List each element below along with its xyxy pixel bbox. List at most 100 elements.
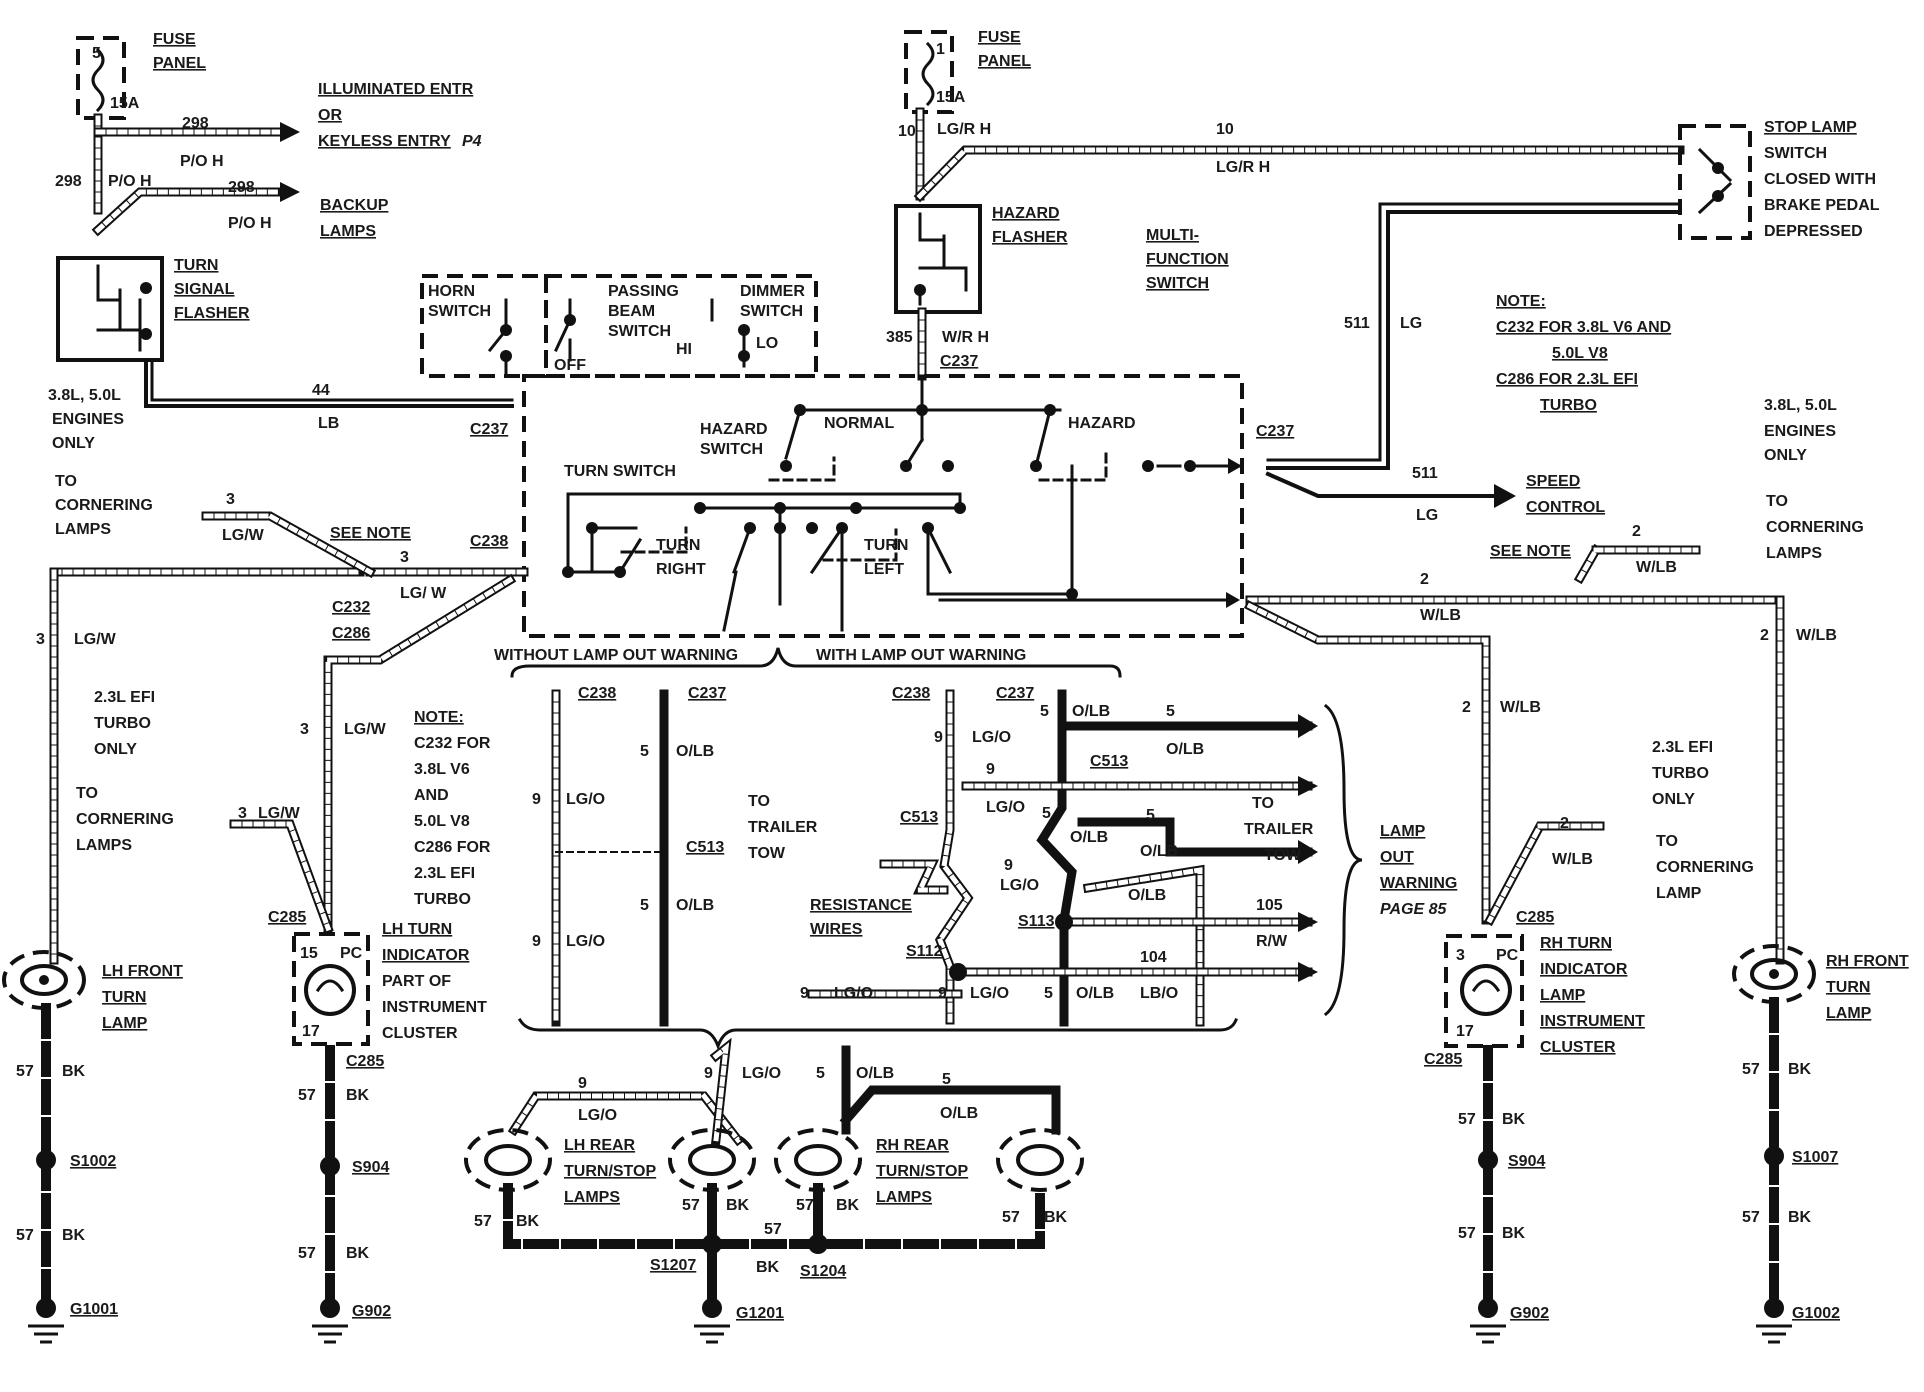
fuse-panel-right: 1 15A FUSE PANEL	[904, 29, 1031, 114]
svg-text:FUNCTION: FUNCTION	[1146, 251, 1229, 268]
svg-text:C513: C513	[1090, 753, 1128, 770]
svg-text:RH FRONT: RH FRONT	[1826, 953, 1909, 970]
svg-text:105: 105	[1256, 897, 1283, 914]
svg-text:9: 9	[532, 933, 541, 950]
svg-text:TOW: TOW	[748, 845, 786, 862]
turbo-note-right: 2.3L EFI TURBO ONLY TO CORNERING LAMP	[1652, 739, 1754, 902]
svg-text:C232: C232	[332, 599, 370, 616]
svg-text:LG/O: LG/O	[834, 985, 873, 1002]
svg-text:G1001: G1001	[70, 1301, 118, 1318]
lamp-out-warning-section: WITHOUT LAMP OUT WARNING WITH LAMP OUT W…	[494, 647, 1457, 1051]
svg-text:LAMP: LAMP	[1656, 885, 1702, 902]
svg-text:HAZARD: HAZARD	[1068, 415, 1136, 432]
svg-text:LG/O: LG/O	[972, 729, 1011, 746]
svg-text:3.8L, 5.0L: 3.8L, 5.0L	[48, 387, 121, 404]
svg-text:LB/O: LB/O	[1140, 985, 1178, 1002]
svg-text:TURN: TURN	[656, 537, 700, 554]
svg-text:S1002: S1002	[70, 1153, 116, 1170]
svg-text:LG/W: LG/W	[74, 631, 117, 648]
horn-passing-dimmer-switches: HORN SWITCH PASSING BEAM SWITCH OFF HI D…	[420, 274, 818, 378]
svg-text:TURBO: TURBO	[94, 715, 151, 732]
svg-text:PANEL: PANEL	[978, 53, 1031, 70]
svg-text:9: 9	[578, 1075, 587, 1092]
svg-text:57: 57	[764, 1221, 782, 1238]
hazard-flasher: HAZARD FLASHER	[894, 204, 1068, 314]
svg-text:PC: PC	[1496, 947, 1519, 964]
svg-text:NORMAL: NORMAL	[824, 415, 894, 432]
svg-text:3: 3	[226, 491, 235, 508]
svg-text:17: 17	[1456, 1023, 1474, 1040]
svg-text:C238: C238	[892, 685, 930, 702]
svg-text:S112: S112	[906, 943, 943, 960]
wire-10: 10 LG/R H 10 LG/R H	[898, 107, 1685, 203]
svg-text:5.0L V8: 5.0L V8	[1552, 345, 1608, 362]
svg-text:511: 511	[1412, 465, 1438, 482]
svg-text:3: 3	[1456, 947, 1465, 964]
svg-text:O/LB: O/LB	[940, 1105, 978, 1122]
svg-text:9: 9	[986, 761, 995, 778]
lh-turn-indicator: 15 PC 17 C285 C285 LH TURN INDICATOR PAR…	[268, 909, 487, 1344]
svg-text:5.0L V8: 5.0L V8	[414, 813, 470, 830]
svg-text:TO: TO	[748, 793, 770, 810]
svg-text:ENGINES: ENGINES	[52, 411, 124, 428]
svg-text:LG/R H: LG/R H	[937, 121, 991, 138]
svg-text:C513: C513	[900, 809, 938, 826]
svg-text:3: 3	[36, 631, 45, 648]
svg-text:DIMMER: DIMMER	[740, 283, 805, 300]
svg-text:G1201: G1201	[736, 1305, 784, 1322]
svg-text:CONTROL: CONTROL	[1526, 499, 1605, 516]
svg-text:SWITCH: SWITCH	[428, 303, 491, 320]
engines-note-left: 3.8L, 5.0L ENGINES ONLY	[48, 387, 124, 452]
svg-text:3: 3	[300, 721, 309, 738]
svg-text:WITHOUT LAMP OUT WARNING: WITHOUT LAMP OUT WARNING	[494, 647, 738, 664]
svg-text:C237: C237	[996, 685, 1034, 702]
svg-text:S904: S904	[352, 1159, 389, 1176]
svg-text:5: 5	[1166, 703, 1175, 720]
svg-text:SEE NOTE: SEE NOTE	[1490, 543, 1571, 560]
svg-text:S904: S904	[1508, 1153, 1545, 1170]
svg-text:511: 511	[1344, 315, 1370, 332]
svg-text:10: 10	[1216, 121, 1234, 138]
svg-text:CORNERING: CORNERING	[55, 497, 153, 514]
svg-text:PASSING: PASSING	[608, 283, 679, 300]
svg-text:S1204: S1204	[800, 1263, 846, 1280]
svg-text:LG/O: LG/O	[566, 791, 605, 808]
svg-text:P/O H: P/O H	[228, 215, 272, 232]
svg-text:5: 5	[640, 897, 649, 914]
svg-text:BK: BK	[62, 1063, 86, 1080]
svg-text:57: 57	[682, 1197, 700, 1214]
svg-text:LG/O: LG/O	[970, 985, 1009, 1002]
svg-text:NOTE:: NOTE:	[414, 709, 464, 726]
svg-text:298: 298	[182, 115, 209, 132]
svg-text:CLUSTER: CLUSTER	[382, 1025, 458, 1042]
svg-text:3: 3	[400, 549, 409, 566]
svg-text:C285: C285	[1516, 909, 1554, 926]
svg-text:O/LB: O/LB	[1128, 887, 1166, 904]
svg-text:W/LB: W/LB	[1796, 627, 1837, 644]
turn-signal-flasher: TURN SIGNAL FLASHER	[56, 256, 250, 362]
svg-text:W/LB: W/LB	[1500, 699, 1541, 716]
svg-text:104: 104	[1140, 949, 1167, 966]
svg-text:WARNING: WARNING	[1380, 875, 1457, 892]
svg-text:C237: C237	[688, 685, 726, 702]
svg-text:9: 9	[532, 791, 541, 808]
svg-text:TO: TO	[76, 785, 98, 802]
svg-text:CORNERING: CORNERING	[1656, 859, 1754, 876]
svg-text:TO: TO	[1766, 493, 1788, 510]
svg-text:RH REAR: RH REAR	[876, 1137, 949, 1154]
stop-lamp-switch: STOP LAMP SWITCH CLOSED WITH BRAKE PEDAL…	[1678, 119, 1880, 240]
svg-text:CORNERING: CORNERING	[76, 811, 174, 828]
svg-text:LG/W: LG/W	[258, 805, 301, 822]
svg-text:10: 10	[898, 123, 916, 140]
svg-text:9: 9	[704, 1065, 713, 1082]
svg-text:TURBO: TURBO	[414, 891, 471, 908]
engines-note-right: 3.8L, 5.0L ENGINES ONLY	[1764, 397, 1837, 464]
svg-text:LG/O: LG/O	[578, 1107, 617, 1124]
svg-text:LG/W: LG/W	[222, 527, 265, 544]
svg-text:PART OF: PART OF	[382, 973, 451, 990]
svg-text:WIRES: WIRES	[810, 921, 863, 938]
svg-text:AND: AND	[414, 787, 449, 804]
svg-text:5: 5	[1146, 807, 1155, 824]
svg-text:ONLY: ONLY	[1764, 447, 1807, 464]
